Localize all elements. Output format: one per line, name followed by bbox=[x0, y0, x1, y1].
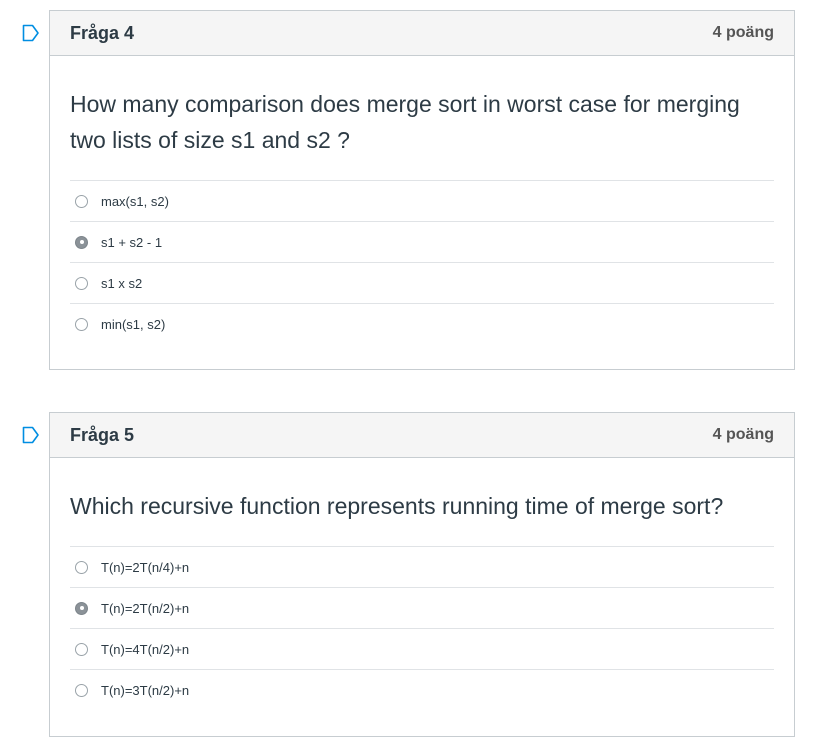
question-header: Fråga 4 4 poäng bbox=[50, 11, 794, 56]
flag-question-5-icon[interactable] bbox=[22, 426, 39, 444]
answer-option[interactable]: T(n)=2T(n/4)+n bbox=[70, 547, 774, 588]
radio-button[interactable] bbox=[75, 560, 88, 574]
question-text: How many comparison does merge sort in w… bbox=[70, 91, 740, 153]
radio-button[interactable] bbox=[75, 194, 88, 208]
answer-label: s1 + s2 - 1 bbox=[101, 234, 163, 250]
question-4: Fråga 4 4 poäng How many comparison does… bbox=[49, 10, 795, 370]
question-points: 4 poäng bbox=[712, 24, 774, 41]
answer-label: T(n)=2T(n/4)+n bbox=[101, 559, 190, 575]
answer-label: s1 x s2 bbox=[101, 275, 143, 291]
answer-label: T(n)=4T(n/2)+n bbox=[101, 641, 190, 657]
radio-button-selected[interactable] bbox=[75, 235, 88, 249]
answer-option[interactable]: T(n)=4T(n/2)+n bbox=[70, 629, 774, 670]
answer-option[interactable]: s1 + s2 - 1 bbox=[70, 222, 774, 263]
answer-label: T(n)=3T(n/2)+n bbox=[101, 683, 190, 698]
radio-button[interactable] bbox=[75, 642, 88, 656]
question-5: Fråga 5 4 poäng Which recursive function… bbox=[49, 412, 795, 737]
answer-option[interactable]: T(n)=2T(n/2)+n bbox=[70, 588, 774, 629]
question-title: Fråga 5 bbox=[70, 424, 135, 445]
answer-label: max(s1, s2) bbox=[101, 193, 169, 209]
radio-button[interactable] bbox=[75, 684, 88, 697]
radio-button[interactable] bbox=[75, 318, 88, 331]
radio-button-selected[interactable] bbox=[75, 601, 88, 615]
radio-button[interactable] bbox=[75, 276, 88, 290]
answer-option[interactable]: s1 x s2 bbox=[70, 263, 774, 304]
answer-list: max(s1, s2) s1 + s2 - 1 s1 x s2 min(s1, … bbox=[70, 180, 774, 345]
answer-list: T(n)=2T(n/4)+n T(n)=2T(n/2)+n T(n)=4T(n/… bbox=[70, 546, 774, 711]
answer-option[interactable]: min(s1, s2) bbox=[70, 304, 774, 345]
question-header: Fråga 5 4 poäng bbox=[50, 413, 794, 458]
question-text: Which recursive function represents runn… bbox=[70, 493, 724, 519]
answer-label: min(s1, s2) bbox=[101, 317, 166, 332]
answer-label: T(n)=2T(n/2)+n bbox=[101, 600, 190, 616]
answer-option[interactable]: T(n)=3T(n/2)+n bbox=[70, 670, 774, 711]
answer-option[interactable]: max(s1, s2) bbox=[70, 181, 774, 222]
question-points: 4 poäng bbox=[712, 426, 774, 443]
question-title: Fråga 4 bbox=[70, 22, 135, 43]
flag-question-4-icon[interactable] bbox=[22, 24, 39, 42]
